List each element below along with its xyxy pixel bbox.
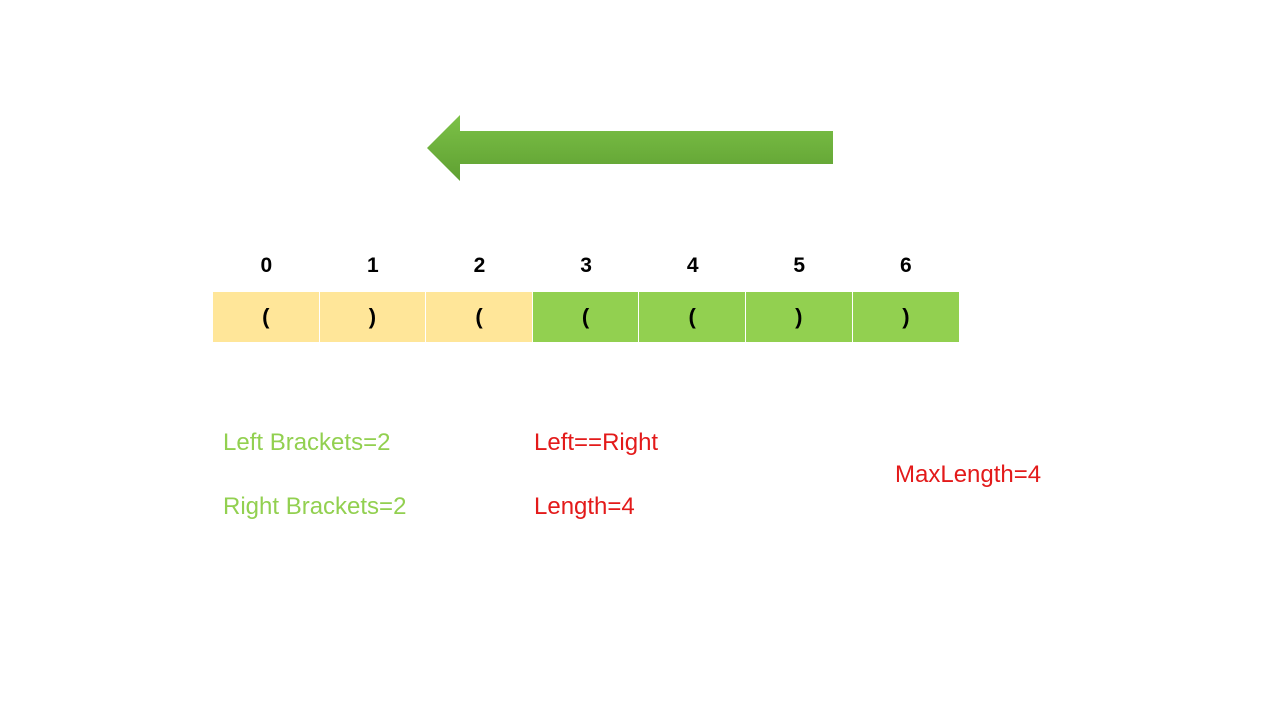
max-length-label: MaxLength=4 [895,461,1042,488]
array-cell: ( [532,292,640,342]
right-brackets-count: Right Brackets=2 [223,493,407,520]
arrow-shape [427,115,833,181]
array-cell: ( [213,292,320,342]
index-label: 3 [580,254,592,277]
index-label: 0 [260,254,273,277]
index-label: 5 [793,254,806,277]
bracket-array: ( ) ( ( ( ) ) [213,292,960,342]
array-cell: ( [426,292,533,342]
index-label: 6 [900,254,912,277]
length-label: Length=4 [534,493,635,520]
left-brackets-count: Left Brackets=2 [223,429,391,456]
array-cell: ) [852,292,960,342]
left-equals-right-label: Left==Right [534,429,659,456]
array-cell: ) [745,292,853,342]
array-cell: ( [639,292,746,342]
index-label: 1 [367,254,379,277]
index-label: 2 [473,254,486,277]
index-row: 0 1 2 3 4 5 6 [213,252,959,280]
index-label: 4 [686,254,699,277]
array-cell: ) [319,292,427,342]
